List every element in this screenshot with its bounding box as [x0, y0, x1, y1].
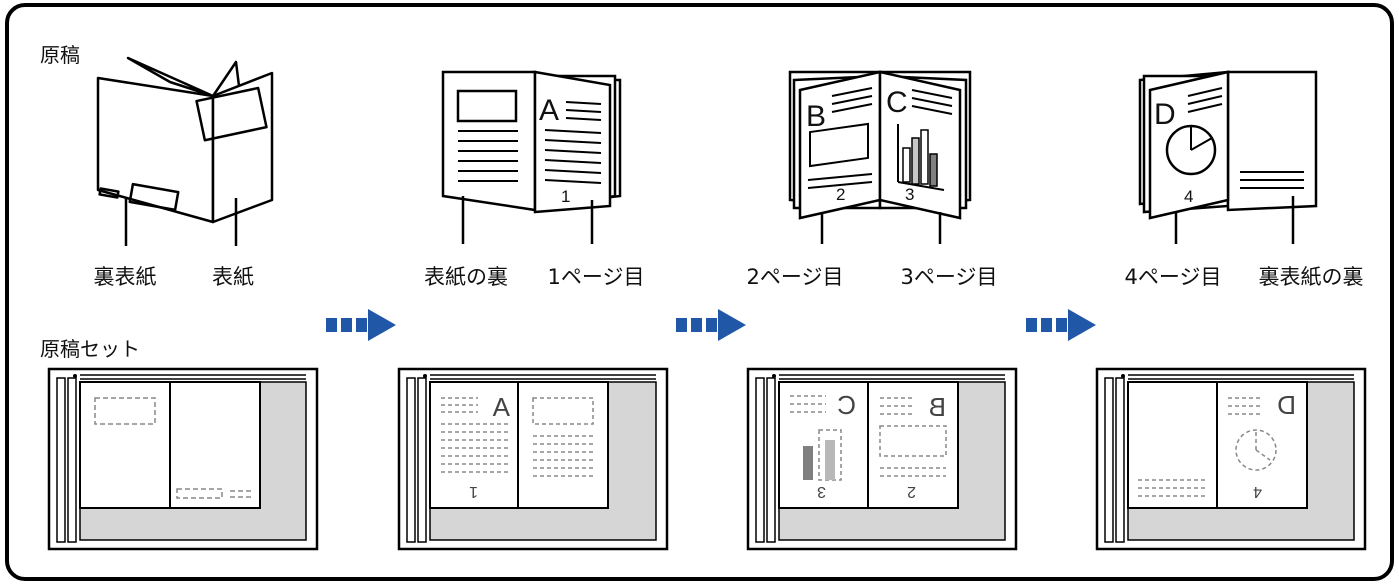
mirrored-number-4: 4	[1253, 483, 1262, 500]
original-label: 原稿	[40, 43, 80, 67]
step4-right-label: 裏表紙の裏	[1259, 265, 1364, 289]
step3-left-label: 2ページ目	[747, 265, 844, 289]
mirrored-letter-c: C	[837, 390, 856, 420]
mirrored-letter-a: A	[492, 392, 510, 422]
mirrored-number-1: 1	[469, 483, 478, 500]
next-arrow-2	[676, 309, 746, 341]
mirrored-number-3: 3	[817, 483, 826, 500]
next-arrow-1	[326, 309, 396, 341]
step2-left-label: 表紙の裏	[424, 265, 508, 289]
scanner-glass-4: D 4	[1095, 367, 1367, 551]
mirrored-letter-b: B	[929, 392, 946, 422]
page4-number: 4	[1184, 187, 1193, 206]
outer-frame	[5, 3, 1394, 581]
mirrored-number-2: 2	[907, 483, 916, 500]
original-set-label: 原稿セット	[40, 337, 140, 361]
scanner-glass-2: A 1	[397, 367, 669, 551]
step2-right-label: 1ページ目	[548, 265, 645, 289]
step4-left-label: 4ページ目	[1125, 265, 1222, 289]
step3-right-label: 3ページ目	[901, 265, 998, 289]
page1-letter: A	[539, 94, 559, 127]
page3-number: 3	[905, 185, 914, 204]
booklet-spread-1-illustration	[441, 70, 622, 244]
mirrored-letter-d: D	[1277, 390, 1296, 420]
scanner-glass-1	[47, 367, 319, 551]
page3-letter: C	[886, 86, 908, 119]
page2-number: 2	[836, 185, 845, 204]
booklet-spread-2-illustration	[788, 70, 972, 244]
step1-right-label: 表紙	[212, 265, 254, 289]
next-arrow-3	[1026, 309, 1096, 341]
booklet-cover-illustration	[96, 56, 274, 246]
page4-letter: D	[1154, 98, 1176, 131]
step1-left-label: 裏表紙	[94, 265, 157, 289]
booklet-spread-3-illustration	[1138, 70, 1318, 244]
scanner-glass-3: C B 3 2	[746, 367, 1018, 551]
page1-number: 1	[561, 187, 570, 206]
page2-letter: B	[806, 100, 826, 133]
